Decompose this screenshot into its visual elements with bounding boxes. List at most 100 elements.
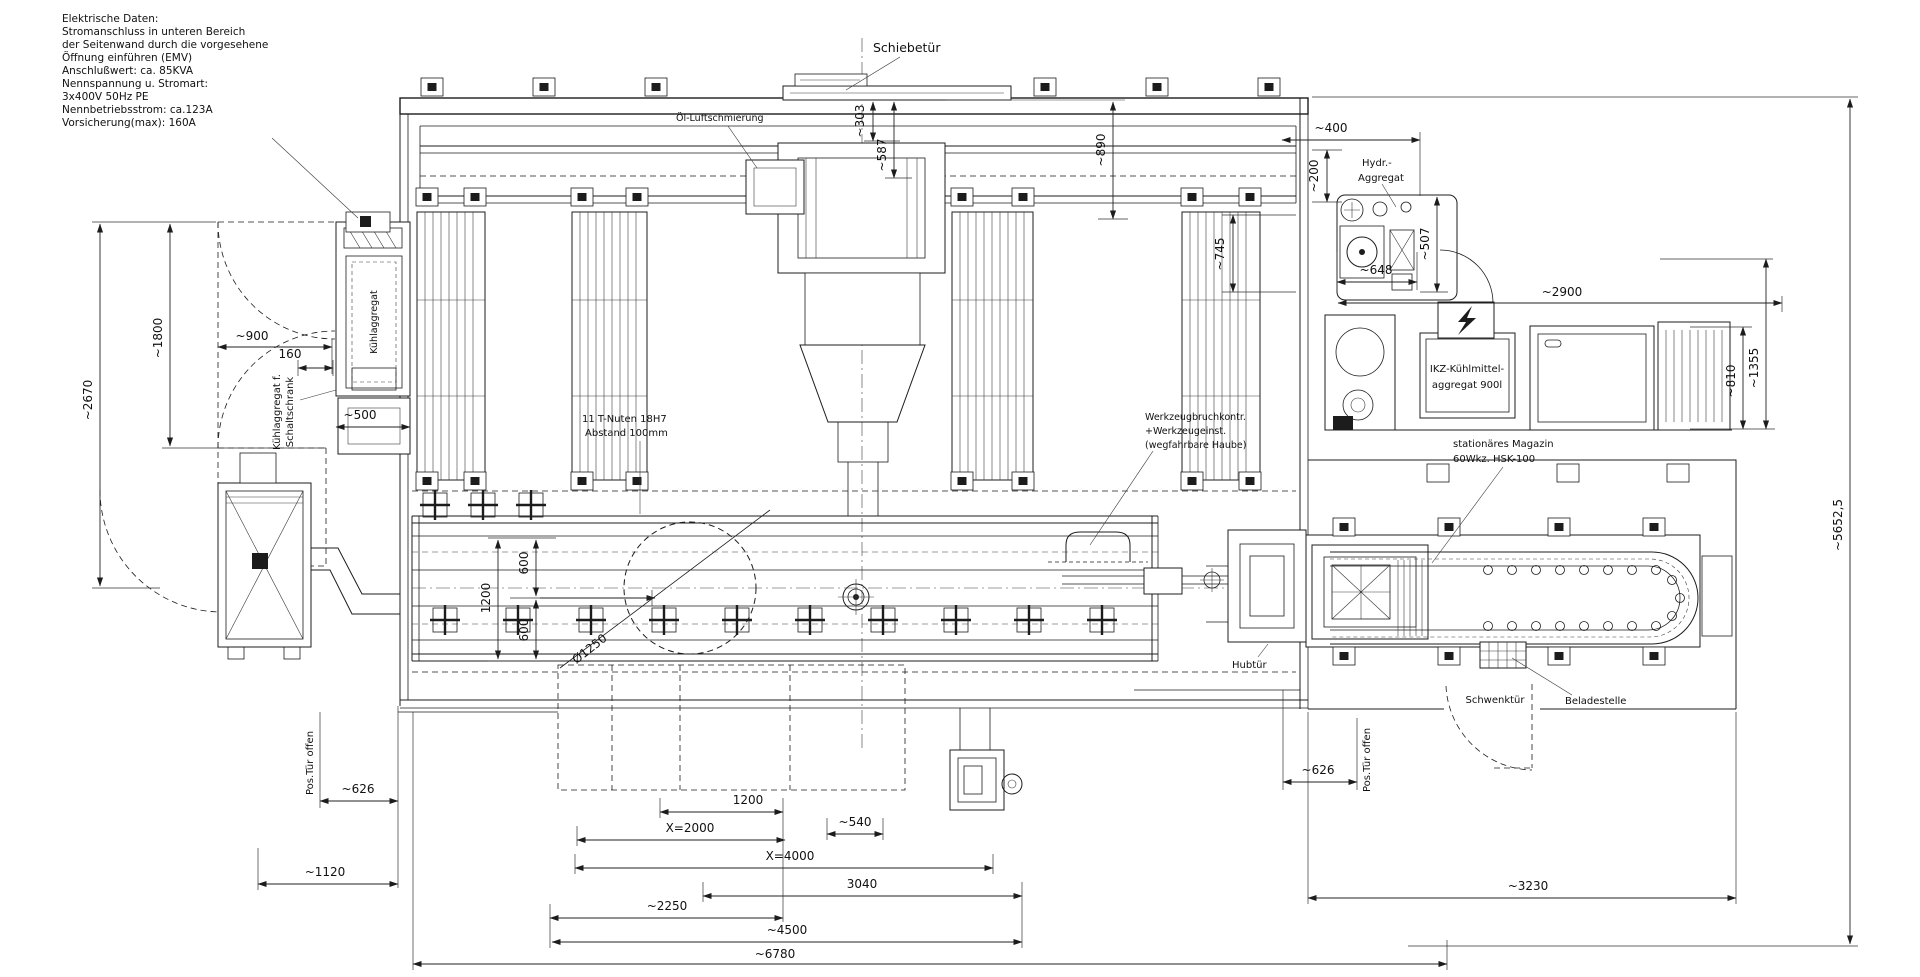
- lightning-bolt-icon: [1458, 306, 1476, 335]
- note-line: Nennbetriebsstrom: ca.123A: [62, 104, 213, 116]
- dim-table-600a: 600: [517, 539, 540, 597]
- dim-3230-label: ~3230: [1508, 879, 1549, 893]
- magazine-gripper: [1311, 544, 1429, 640]
- dim-303: ~303: [853, 99, 1125, 142]
- column-hatch: [416, 211, 1261, 481]
- dim-400-label: ~400: [1315, 121, 1348, 135]
- swivel-door: [1445, 684, 1533, 771]
- cooling-unit-cabinet: [217, 452, 312, 660]
- tool-check-label-2: +Werkzeugeinst.: [1145, 426, 1226, 437]
- note-line: Vorsicherung(max): 160A: [62, 117, 197, 129]
- table-guideways: [411, 515, 1240, 662]
- lower-center-slide: [398, 664, 1300, 811]
- dim-500: ~500: [335, 408, 411, 431]
- magazine-body: [1305, 517, 1733, 666]
- hydraulic-unit-label-1: Hydr.-: [1362, 158, 1392, 169]
- dim-160: 160: [279, 347, 334, 376]
- dim-x2000: X=2000: [576, 821, 786, 846]
- dim-1120-label: ~1120: [305, 865, 346, 879]
- door-open-pos-left-label: Pos.Tür offen: [305, 731, 316, 795]
- dim-900-label: ~900: [236, 329, 269, 343]
- note-line: Öffnung einführen (EMV): [62, 51, 192, 64]
- magazine-label-2: 60Wkz. HSK-100: [1453, 454, 1535, 465]
- dim-4500: ~4500: [551, 923, 1023, 946]
- dim-table-600b: 600: [517, 599, 540, 660]
- hydraulic-unit-label-2: Aggregat: [1358, 173, 1404, 184]
- dim-200-label: ~200: [1307, 160, 1321, 193]
- door-swing-arc-top: [217, 221, 336, 340]
- dim-table-600b-label: 600: [517, 619, 531, 642]
- cooler-box-label: Kühlaggregat: [369, 290, 380, 354]
- cable-swing-arc: [1439, 249, 1494, 304]
- dim-1800-label: ~1800: [151, 318, 165, 359]
- loading-station: [1479, 641, 1527, 669]
- emv-cable-entry: [271, 137, 391, 233]
- note-line: Anschlußwert: ca. 85KVA: [62, 65, 194, 77]
- dim-2900-label: ~2900: [1542, 285, 1583, 299]
- dim-x2000-label: X=2000: [666, 821, 715, 835]
- dim-6780: ~6780: [412, 712, 1448, 970]
- dim-587-label: ~587: [875, 139, 889, 172]
- dim-200: ~200: [1307, 149, 1342, 203]
- tool-check-hood: [1048, 531, 1148, 563]
- dim-table-1200-label: 1200: [479, 583, 493, 614]
- dim-1355-label: ~1355: [1747, 348, 1761, 389]
- switch-cabinet: [335, 221, 411, 397]
- swivel-door-label: Schwenktür: [1465, 695, 1525, 706]
- rotary-table-circle: [559, 509, 771, 669]
- ikz-coolant-unit: [1324, 314, 1732, 431]
- dim-6780-label: ~6780: [755, 947, 796, 961]
- note-line: 3x400V 50Hz PE: [62, 91, 149, 103]
- dim-3040: 3040: [702, 877, 1023, 948]
- dim-3230: ~3230: [1307, 712, 1737, 904]
- dim-900: ~900: [217, 329, 333, 374]
- dim-587: ~587: [875, 101, 912, 179]
- cooling-duct: [311, 547, 400, 615]
- dim-507: ~507: [1418, 196, 1448, 293]
- door-swing-arc-mid: [217, 330, 336, 449]
- dim-303-label: ~303: [853, 105, 867, 138]
- ikz-label-box: [1419, 332, 1516, 419]
- dim-160-label: 160: [279, 347, 302, 361]
- dim-bottom-1200-label: 1200: [733, 793, 764, 807]
- left-cabinet-area: [99, 137, 411, 660]
- tool-check-label-1: Werkzeugbruchkontr.: [1145, 412, 1246, 423]
- note-line: Stromanschluss in unteren Bereich: [62, 26, 245, 38]
- dim-2670: ~2670: [81, 221, 216, 589]
- door-swing-arc-bottom: [99, 489, 223, 613]
- note-line: Nennspannung u. Stromart:: [62, 78, 208, 90]
- dim-626-right: ~626: [1282, 690, 1358, 790]
- dim-1800: ~1800: [151, 223, 326, 449]
- dim-4500-label: ~4500: [767, 923, 808, 937]
- dim-5652: ~5652,5: [1312, 96, 1858, 947]
- dim-626-right-label: ~626: [1302, 763, 1335, 777]
- dim-890: ~890: [1094, 101, 1128, 220]
- dim-1120: ~1120: [257, 848, 399, 890]
- table-area: [411, 488, 1240, 669]
- dim-x4000-label: X=4000: [766, 849, 815, 863]
- door-open-pos-right-label: Pos.Tür offen: [1362, 728, 1373, 792]
- t-slot-label-1: 11 T-Nuten 18H7: [582, 414, 667, 425]
- note-line: der Seitenwand durch die vorgesehene: [62, 39, 268, 51]
- tool-check-label-3: (wegfahrbare Haube): [1145, 440, 1246, 451]
- probe-arm: [1062, 567, 1228, 595]
- t-slot-label-2: Abstand 100mm: [585, 428, 668, 439]
- ikz-unit-label-1: IKZ-Kühlmittel-: [1430, 364, 1505, 375]
- hydraulic-unit: [1336, 194, 1458, 301]
- dim-626-left: ~626: [319, 706, 399, 888]
- dim-745: ~745: [1213, 214, 1296, 293]
- electrical-notes: Elektrische Daten: Stromanschluss in unt…: [62, 13, 268, 129]
- magazine-label-1: stationäres Magazin: [1453, 439, 1554, 450]
- dim-3040-label: 3040: [847, 877, 878, 891]
- loading-station-label: Beladestelle: [1565, 696, 1626, 707]
- dim-626-left-label: ~626: [342, 782, 375, 796]
- cabinet-cooler-label-1: Kühlaggregat f.: [272, 374, 283, 450]
- dim-table-row-line: [540, 590, 656, 606]
- ikz-unit-label-2: aggregat 900l: [1432, 380, 1502, 391]
- dim-648-label: ~648: [1360, 263, 1393, 277]
- dim-540: ~540: [826, 815, 884, 840]
- sliding-door: [782, 73, 1012, 101]
- pendant-unit: [949, 708, 1023, 811]
